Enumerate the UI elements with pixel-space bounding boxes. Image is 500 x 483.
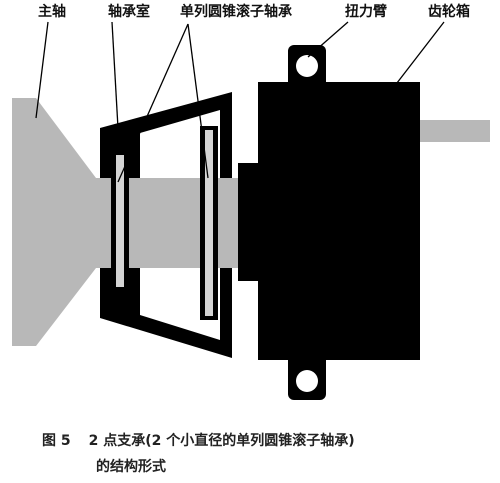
torque-arm-bottom-hole [296, 370, 318, 392]
leader-torque-arm [307, 21, 349, 58]
tapered-roller-bearing-2-race [205, 130, 213, 316]
bearing-housing [100, 92, 232, 358]
label-bearing-housing: 轴承室 [108, 3, 150, 20]
caption-text-2: 的结构形式 [96, 459, 166, 475]
caption-text-1: 2 点支承(2 个小直径的单列圆锥滚子轴承) [88, 433, 355, 449]
leader-bearing-2 [187, 23, 209, 179]
label-gearbox: 齿轮箱 [428, 3, 470, 20]
caption-line-2: 的结构形式 [96, 454, 166, 480]
gearbox-body [258, 82, 420, 360]
caption-figure-number: 图 5 [42, 433, 71, 449]
tapered-roller-bearing-1-race [116, 155, 124, 287]
bearing-arrangement-diagram: 主轴 轴承室 单列圆锥滚子轴承 扭力臂 齿轮箱 [12, 3, 490, 400]
label-main-shaft: 主轴 [38, 3, 66, 20]
leader-bearing-housing [111, 21, 119, 129]
label-torque-arm: 扭力臂 [345, 3, 387, 20]
leader-main-shaft [35, 21, 49, 119]
leader-bearing-1 [117, 23, 189, 183]
label-bearing: 单列圆锥滚子轴承 [180, 3, 292, 20]
torque-arm-top-hole [296, 55, 318, 77]
rotor-hub-cone [12, 98, 96, 346]
leader-gearbox [369, 21, 445, 119]
caption-line-1: 图 5 2 点支承(2 个小直径的单列圆锥滚子轴承) [42, 428, 355, 454]
gearbox-output-shaft [418, 120, 490, 142]
